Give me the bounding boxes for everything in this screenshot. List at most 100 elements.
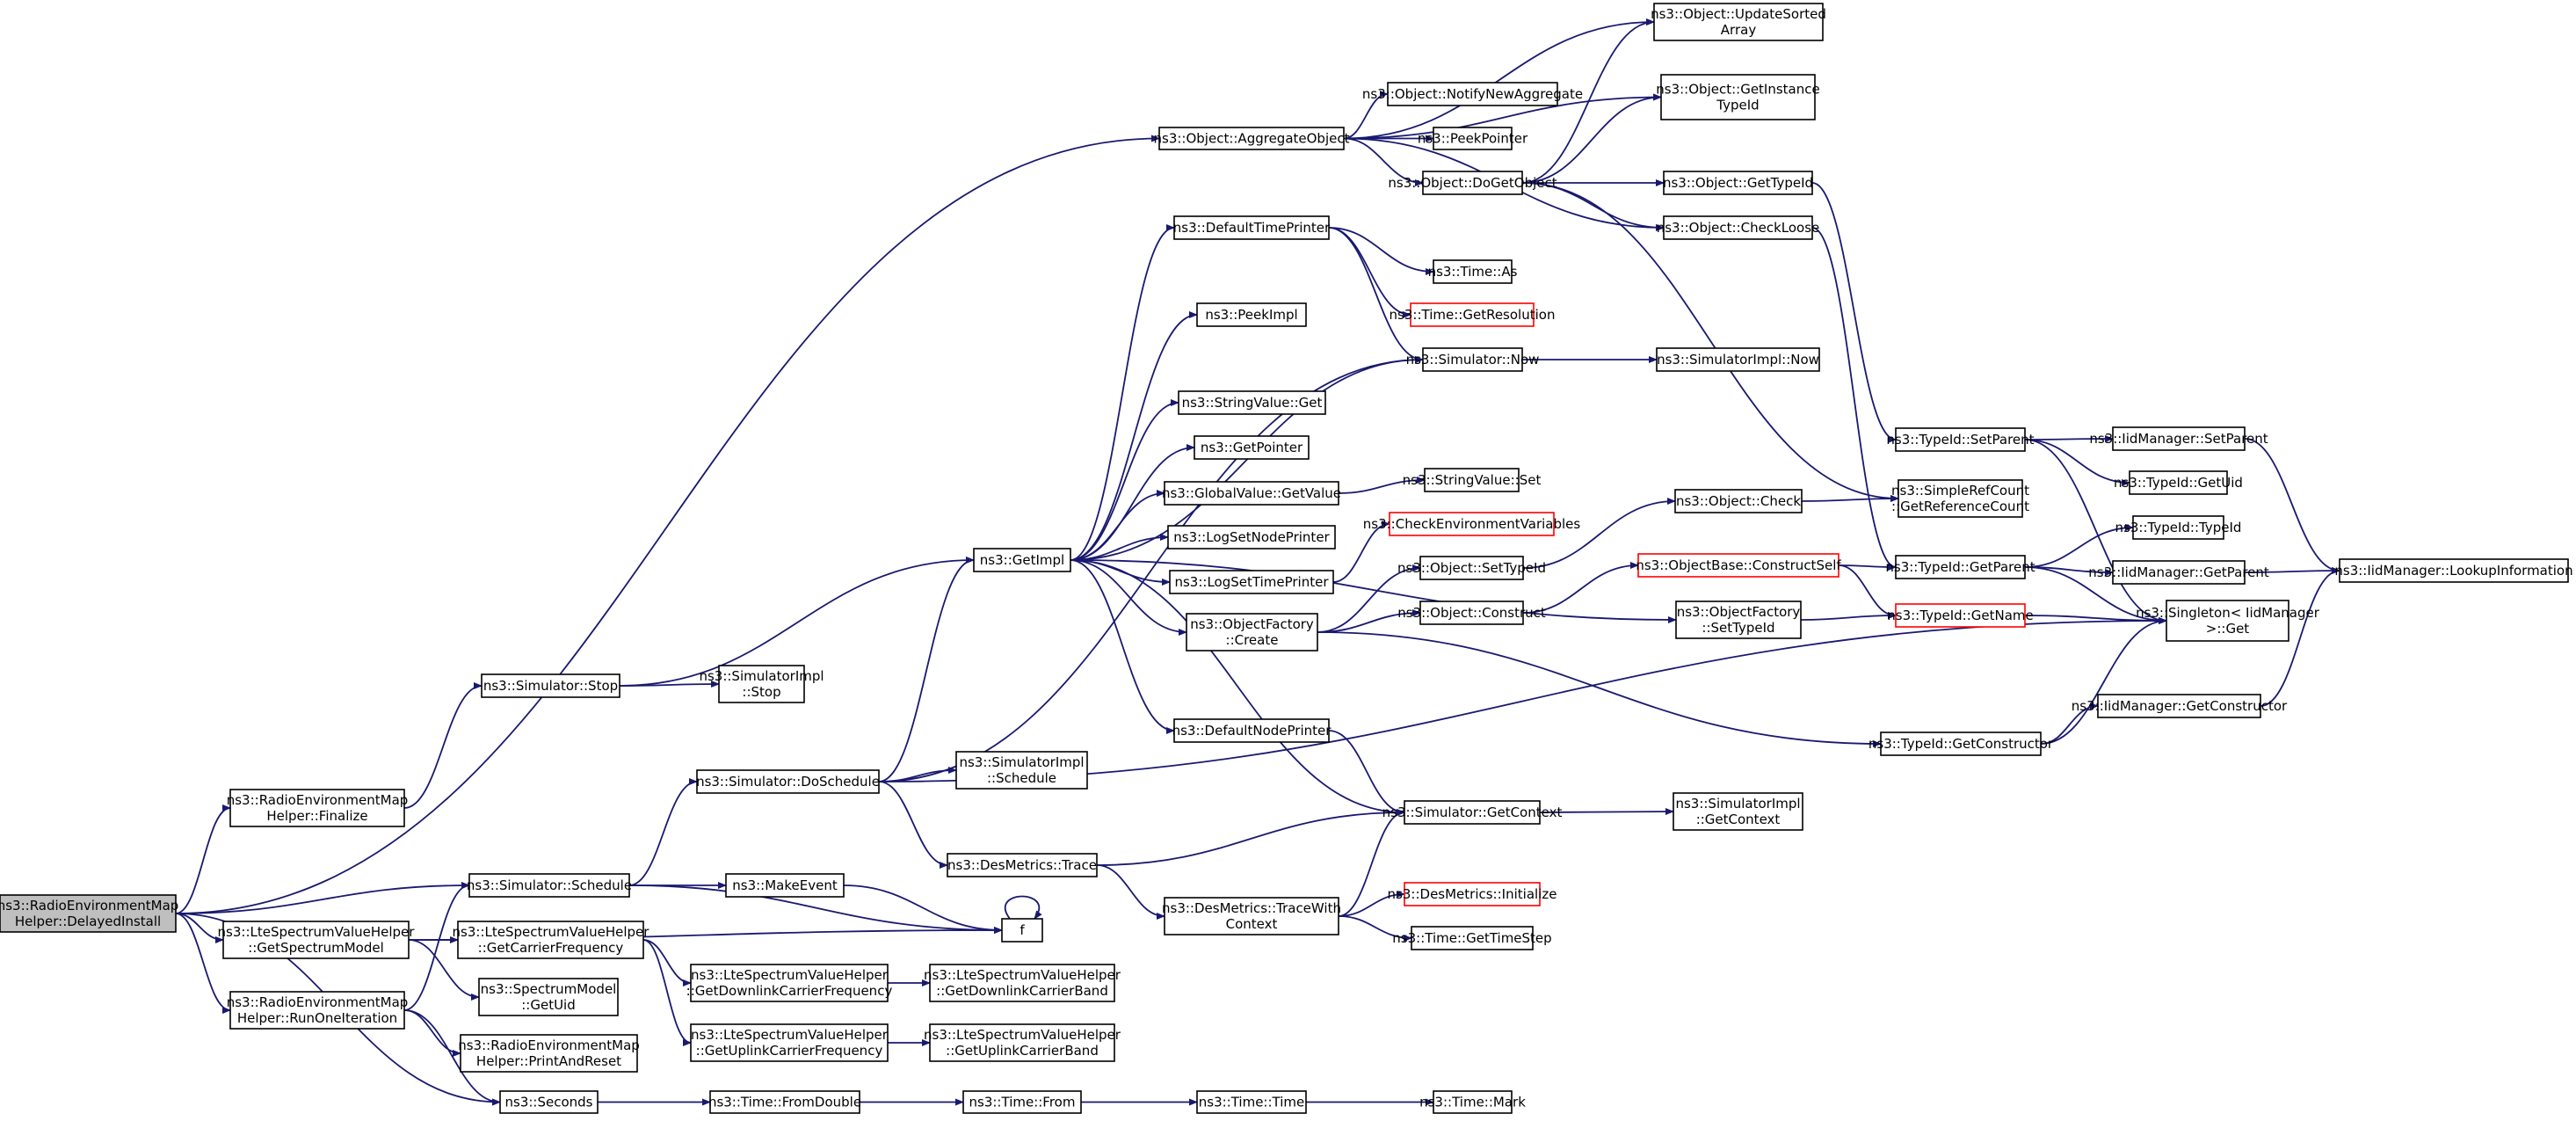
node-box[interactable]: [1895, 603, 2026, 628]
node-box[interactable]: [690, 964, 889, 1002]
node-box[interactable]: [929, 964, 1115, 1002]
node-makeevent[interactable]: ns3::MakeEvent: [725, 873, 845, 898]
node-box[interactable]: [1656, 347, 1820, 372]
node-printreset[interactable]: ns3::RadioEnvironmentMapHelper::PrintAnd…: [458, 1034, 640, 1073]
node-box[interactable]: [2129, 470, 2228, 495]
node-box[interactable]: [1675, 601, 1802, 639]
node-box[interactable]: [1895, 427, 2026, 452]
node-lognode[interactable]: ns3::LogSetNodePrinter: [1167, 525, 1336, 550]
node-box[interactable]: [1653, 3, 1824, 41]
node-box[interactable]: [1173, 718, 1330, 743]
node-box[interactable]: [0, 894, 177, 933]
node-typegetuid[interactable]: ns3::TypeId::GetUid: [2114, 470, 2243, 495]
node-box[interactable]: [499, 1090, 599, 1114]
node-box[interactable]: [478, 978, 619, 1016]
node-box[interactable]: [1389, 512, 1555, 536]
node-doschedule[interactable]: ns3::Simulator::DoSchedule: [696, 769, 880, 794]
node-box[interactable]: [1169, 570, 1334, 594]
node-box[interactable]: [1387, 82, 1558, 106]
node-box[interactable]: [1419, 601, 1524, 625]
node-getparent[interactable]: ns3::TypeId::GetParent: [1885, 555, 2035, 579]
node-box[interactable]: [1404, 800, 1541, 825]
node-iidgetparent[interactable]: ns3::IidManager::GetParent: [2088, 560, 2269, 585]
node-constructself[interactable]: ns3::ObjectBase::ConstructSelf: [1636, 553, 1841, 578]
node-defnodeprinter[interactable]: ns3::DefaultNodePrinter: [1172, 718, 1332, 743]
node-dlfreq[interactable]: ns3::LteSpectrumValueHelper::GetDownlink…: [686, 964, 893, 1002]
node-desmetrics[interactable]: ns3::DesMetrics::Trace: [947, 853, 1098, 877]
node-refcount[interactable]: ns3::SimpleRefCount::GetReferenceCount: [1891, 479, 2029, 518]
node-desinit[interactable]: ns3::DesMetrics::Initialize: [1388, 882, 1557, 906]
node-box[interactable]: [481, 673, 620, 698]
node-deftimeprinter[interactable]: ns3::DefaultTimePrinter: [1173, 215, 1331, 240]
node-box[interactable]: [1411, 926, 1534, 950]
node-box[interactable]: [1898, 479, 2023, 518]
node-peekimpl[interactable]: ns3::PeekImpl: [1196, 302, 1307, 327]
node-timeas[interactable]: ns3::Time::As: [1428, 259, 1518, 284]
node-runone[interactable]: ns3::RadioEnvironmentMapHelper::RunOneIt…: [227, 991, 409, 1030]
node-aggregate[interactable]: ns3::Object::AggregateObject: [1154, 127, 1350, 150]
node-getname[interactable]: ns3::TypeId::GetName: [1887, 603, 2034, 628]
node-settypeid[interactable]: ns3::Object::SetTypeId: [1397, 556, 1546, 580]
node-typetypeid[interactable]: ns3::TypeId::TypeId: [2115, 515, 2242, 540]
node-box[interactable]: [1424, 468, 1520, 492]
node-gvgetvalue[interactable]: ns3::GlobalValue::GetValue: [1162, 481, 1341, 506]
node-box[interactable]: [1880, 732, 2042, 756]
node-peekpointer[interactable]: ns3::PeekPointer: [1418, 127, 1528, 150]
node-box[interactable]: [955, 751, 1088, 790]
node-box[interactable]: [725, 873, 845, 898]
node-box[interactable]: [1673, 792, 1803, 831]
node-box[interactable]: [229, 991, 405, 1030]
node-dlband[interactable]: ns3::LteSpectrumValueHelper::GetDownlink…: [924, 964, 1121, 1002]
node-implschedule[interactable]: ns3::SimulatorImpl::Schedule: [955, 751, 1088, 790]
node-box[interactable]: [696, 769, 880, 794]
node-implstop[interactable]: ns3::SimulatorImpl::Stop: [699, 665, 824, 703]
node-box[interactable]: [1164, 897, 1339, 935]
node-seconds[interactable]: ns3::Seconds: [499, 1090, 599, 1114]
node-box[interactable]: [1663, 171, 1813, 195]
node-getspec[interactable]: ns3::LteSpectrumValueHelper::GetSpectrum…: [218, 921, 416, 959]
node-objgettypeid[interactable]: ns3::Object::GetTypeId: [1663, 171, 1813, 195]
node-box[interactable]: [947, 853, 1098, 877]
node-iidgetctor[interactable]: ns3::IidManager::GetConstructor: [2072, 694, 2288, 718]
node-box[interactable]: [1404, 882, 1541, 906]
node-f[interactable]: f: [1001, 918, 1043, 943]
node-box[interactable]: [1164, 481, 1339, 506]
node-box[interactable]: [1433, 127, 1513, 150]
node-iidsetparent[interactable]: ns3::IidManager::SetParent: [2089, 426, 2268, 451]
node-box[interactable]: [468, 873, 630, 898]
node-box[interactable]: [1422, 171, 1523, 195]
node-implctx[interactable]: ns3::SimulatorImpl::GetContext: [1673, 792, 1803, 831]
node-checkenv[interactable]: ns3::CheckEnvironmentVariables: [1363, 512, 1581, 536]
node-timemark[interactable]: ns3::Time::Mark: [1419, 1090, 1526, 1114]
node-box[interactable]: [1194, 435, 1310, 460]
node-box[interactable]: [1001, 918, 1043, 943]
node-dogetobject[interactable]: ns3::Object::DoGetObject: [1388, 171, 1557, 195]
node-getres[interactable]: ns3::Time::GetResolution: [1390, 302, 1556, 327]
node-box[interactable]: [1173, 215, 1330, 240]
node-simschedule[interactable]: ns3::Simulator::Schedule: [467, 873, 632, 898]
node-notify[interactable]: ns3::Object::NotifyNewAggregate: [1362, 82, 1583, 106]
node-box[interactable]: [1422, 347, 1523, 372]
node-getimpl[interactable]: ns3::GetImpl: [973, 548, 1071, 572]
node-checkloose[interactable]: ns3::Object::CheckLoose: [1657, 215, 1820, 240]
node-box[interactable]: [2112, 560, 2246, 585]
node-box[interactable]: [2097, 694, 2261, 718]
node-box[interactable]: [222, 921, 410, 959]
node-factorycreate[interactable]: ns3::ObjectFactory::Create: [1186, 613, 1318, 651]
node-specuid[interactable]: ns3::SpectrumModel::GetUid: [478, 978, 619, 1016]
node-setparent[interactable]: ns3::TypeId::SetParent: [1886, 427, 2035, 452]
node-gettimestep[interactable]: ns3::Time::GetTimeStep: [1392, 926, 1552, 950]
node-timetime[interactable]: ns3::Time::Time: [1196, 1090, 1307, 1114]
node-ulband[interactable]: ns3::LteSpectrumValueHelper::GetUplinkCa…: [924, 1023, 1121, 1062]
node-box[interactable]: [1410, 302, 1535, 327]
node-box[interactable]: [1178, 390, 1326, 415]
node-box[interactable]: [718, 665, 805, 703]
node-box[interactable]: [709, 1090, 860, 1114]
node-box[interactable]: [229, 789, 405, 827]
node-box[interactable]: [962, 1090, 1082, 1114]
node-singleton[interactable]: ns3::Singleton< IidManager>::Get: [2136, 600, 2320, 642]
node-ulfreq[interactable]: ns3::LteSpectrumValueHelper::GetUplinkCa…: [690, 1023, 889, 1062]
